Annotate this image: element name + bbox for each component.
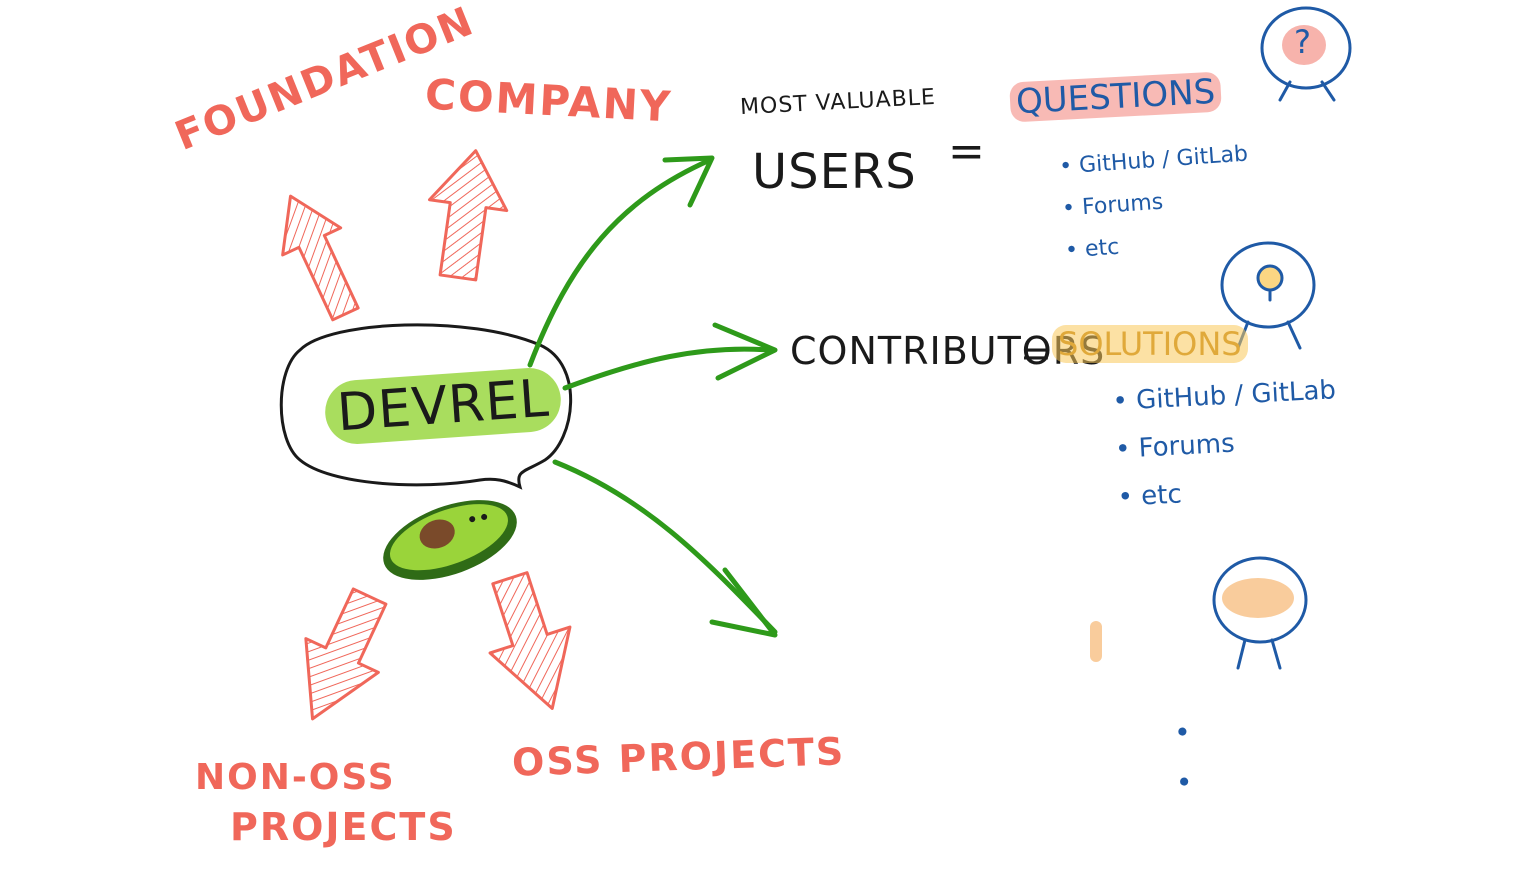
contributors-label: CONTRIBUTORS	[790, 329, 1106, 373]
lightbulb-head-icon	[1220, 241, 1316, 350]
arrow-to-users	[527, 155, 715, 368]
avocado-icon	[383, 500, 517, 580]
arrow-to-mantainers	[552, 459, 778, 638]
oss-projects-label: OSS PROJECTS	[511, 729, 846, 785]
contributors-bullet-list: GitHub / GitLab Forums etc	[1111, 366, 1342, 521]
devrel-label: DEVREL	[323, 365, 564, 447]
arrow-to-contributors	[562, 322, 778, 391]
users-label: USERS	[752, 144, 917, 200]
users-equals: =	[948, 126, 986, 177]
solutions-text: SOLUTIONS	[1052, 325, 1248, 363]
non-oss-label-line1: NON-OSS	[195, 757, 396, 798]
users-icon-mark: ?	[1294, 23, 1311, 61]
speech-bubble	[279, 323, 573, 490]
users-bullet-list: GitHub / GitLab Forums etc	[1058, 134, 1255, 273]
code-head-icon	[1212, 556, 1308, 670]
non-oss-label-line2: PROJECTS	[230, 805, 457, 849]
mantainers-value	[1090, 621, 1102, 662]
mantainers-bullet-list	[1173, 708, 1193, 809]
arrow-down-oss	[488, 571, 572, 710]
contributors-value: SOLUTIONS	[1052, 325, 1248, 363]
code-text	[1090, 621, 1102, 662]
arrow-up-foundation	[281, 194, 360, 322]
thinking-question-head-icon	[1260, 6, 1352, 102]
mantainers-bullet-item	[1175, 758, 1193, 809]
arrow-up-company	[427, 149, 509, 282]
company-label: COMPANY	[423, 69, 674, 132]
contributors-equals: =	[1020, 331, 1053, 375]
users-value: QUESTIONS	[1009, 71, 1223, 123]
arrow-down-non-oss	[304, 587, 388, 721]
mantainers-bullet-item	[1173, 708, 1191, 759]
